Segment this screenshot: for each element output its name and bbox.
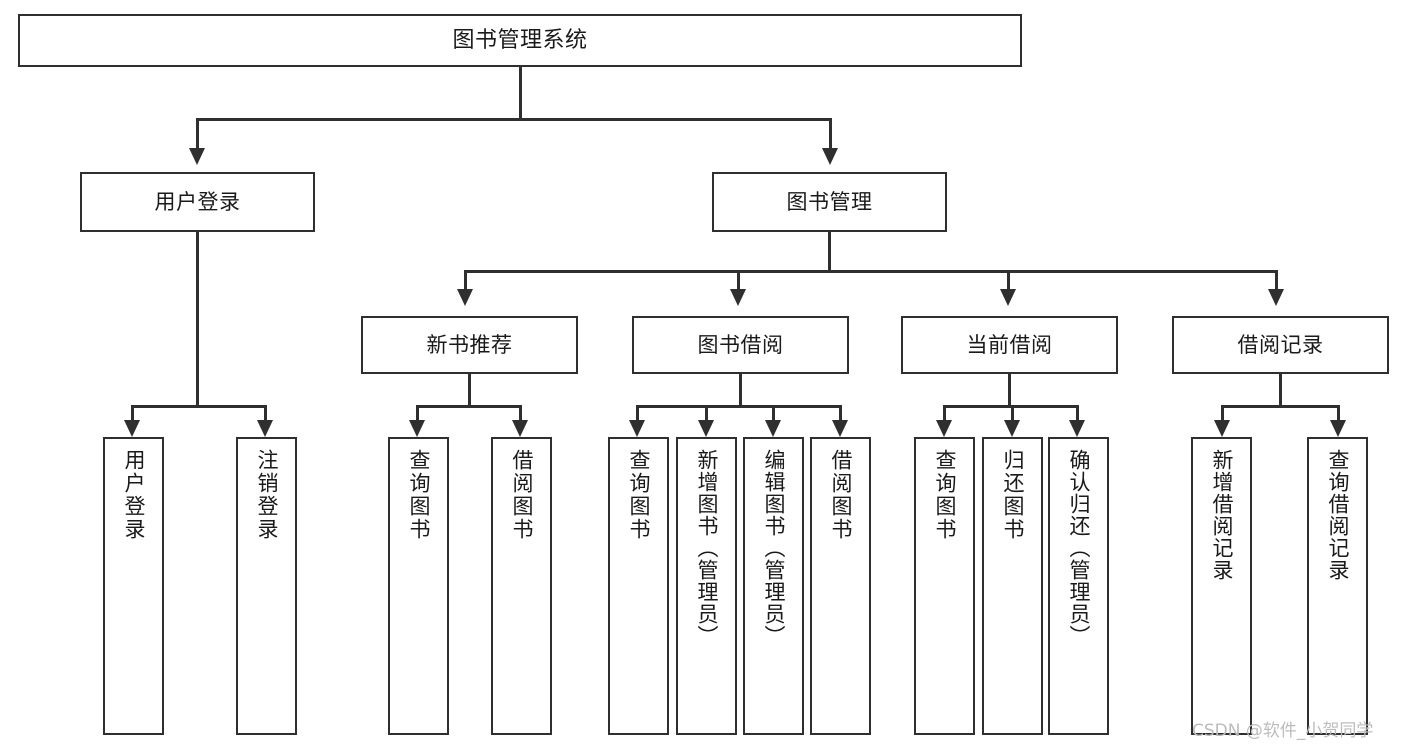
arrow-borrow-record-to-leaf-2	[1330, 420, 1346, 437]
node-label: 借阅图书	[510, 449, 534, 541]
leaf-query-borrow-record[interactable]: 查询借阅记录	[1307, 437, 1368, 735]
connector-user-login-to-leaf-2	[264, 405, 267, 421]
node-book-management[interactable]: 图书管理	[712, 172, 947, 232]
arrow-new-book-to-leaf-1	[409, 420, 425, 437]
connector-new-book-to-leaf-1	[416, 405, 419, 421]
node-user-login[interactable]: 用户登录	[80, 172, 315, 232]
node-new-book-recommend[interactable]: 新书推荐	[361, 316, 578, 374]
leaf-edit-book-admin[interactable]: 编辑图书（管理员）	[743, 437, 804, 735]
arrow-user-login-to-leaf-2	[257, 420, 273, 437]
connector-book-borrow-bus	[636, 405, 842, 408]
leaf-logout[interactable]: 注销登录	[236, 437, 297, 735]
node-label: 图书借阅	[697, 332, 784, 357]
leaf-add-borrow-record[interactable]: 新增借阅记录	[1191, 437, 1252, 735]
connector-root-to-user-login	[196, 118, 199, 148]
connector-user-login-to-leaf-1	[131, 405, 134, 421]
arrow-current-borrow-to-leaf-1	[936, 420, 952, 437]
connector-root-to-book-mgmt	[829, 118, 832, 148]
node-label: 新增借阅记录	[1210, 449, 1234, 581]
connector-root-stem	[519, 67, 522, 118]
connector-user-login-bus	[131, 405, 267, 408]
connector-borrow-record-bus	[1221, 405, 1340, 408]
arrow-book-borrow-to-leaf-1	[629, 420, 645, 437]
node-label: 注销登录	[255, 449, 279, 541]
connector-book-mgmt-bus	[464, 270, 1278, 273]
arrow-book-mgmt-to-l3-1	[457, 289, 473, 306]
connector-book-borrow-to-leaf-3	[772, 405, 775, 421]
connector-book-mgmt-to-l3-4	[1275, 270, 1278, 290]
connector-book-borrow-stem	[739, 374, 742, 405]
node-root-system[interactable]: 图书管理系统	[18, 14, 1022, 67]
arrow-current-borrow-to-leaf-2	[1004, 420, 1020, 437]
node-current-borrow[interactable]: 当前借阅	[901, 316, 1118, 374]
csdn-watermark: CSDN @软件_小贺同学	[1192, 721, 1374, 741]
connector-book-mgmt-to-l3-1	[464, 270, 467, 290]
node-label: 当前借阅	[966, 332, 1053, 357]
node-label: 图书管理系统	[452, 27, 588, 53]
node-label: 查询图书	[627, 449, 651, 541]
arrow-root-to-book-mgmt	[822, 148, 838, 165]
arrow-borrow-record-to-leaf-1	[1214, 420, 1230, 437]
leaf-query-book-recommend[interactable]: 查询图书	[388, 437, 449, 735]
connector-user-login-stem	[196, 232, 199, 405]
arrow-current-borrow-to-leaf-3	[1069, 420, 1085, 437]
node-label: 借阅记录	[1237, 332, 1324, 357]
arrow-root-to-user-login	[189, 148, 205, 165]
connector-book-mgmt-to-l3-3	[1007, 270, 1010, 290]
node-label: 查询图书	[933, 449, 957, 541]
connector-current-borrow-to-leaf-3	[1076, 405, 1079, 421]
leaf-confirm-return-admin[interactable]: 确认归还（管理员）	[1048, 437, 1109, 735]
connector-borrow-record-to-leaf-2	[1337, 405, 1340, 421]
connector-borrow-record-to-leaf-1	[1221, 405, 1224, 421]
connector-current-borrow-to-leaf-2	[1011, 405, 1014, 421]
node-label: 借阅图书	[829, 449, 853, 541]
leaf-add-book-admin[interactable]: 新增图书（管理员）	[676, 437, 737, 735]
node-label: 确认归还（管理员）	[1067, 449, 1091, 647]
arrow-book-borrow-to-leaf-2	[698, 420, 714, 437]
node-label: 查询借阅记录	[1326, 449, 1350, 581]
leaf-query-book-current[interactable]: 查询图书	[914, 437, 975, 735]
node-label: 归还图书	[1001, 449, 1025, 541]
leaf-borrow-book[interactable]: 借阅图书	[810, 437, 871, 735]
leaf-user-login[interactable]: 用户登录	[103, 437, 164, 735]
connector-book-borrow-to-leaf-4	[839, 405, 842, 421]
connector-borrow-record-stem	[1279, 374, 1282, 405]
arrow-book-borrow-to-leaf-4	[832, 420, 848, 437]
connector-book-borrow-to-leaf-2	[705, 405, 708, 421]
leaf-return-book[interactable]: 归还图书	[982, 437, 1043, 735]
arrow-book-mgmt-to-l3-3	[1000, 289, 1016, 306]
connector-root-bus	[196, 118, 832, 121]
node-book-borrow[interactable]: 图书借阅	[632, 316, 849, 374]
connector-current-borrow-stem	[1008, 374, 1011, 405]
arrow-new-book-to-leaf-2	[512, 420, 528, 437]
node-label: 用户登录	[154, 189, 241, 214]
connector-new-book-to-leaf-2	[519, 405, 522, 421]
arrow-book-mgmt-to-l3-2	[730, 289, 746, 306]
node-label: 编辑图书（管理员）	[762, 449, 786, 647]
node-label: 新书推荐	[426, 332, 513, 357]
node-label: 新增图书（管理员）	[695, 449, 719, 647]
leaf-query-book-borrow[interactable]: 查询图书	[608, 437, 669, 735]
connector-book-borrow-to-leaf-1	[636, 405, 639, 421]
connector-new-book-stem	[468, 374, 471, 405]
arrow-book-borrow-to-leaf-3	[765, 420, 781, 437]
node-label: 图书管理	[786, 189, 873, 214]
node-label: 查询图书	[407, 449, 431, 541]
arrow-book-mgmt-to-l3-4	[1268, 289, 1284, 306]
connector-new-book-bus	[416, 405, 522, 408]
connector-book-mgmt-stem	[828, 232, 831, 270]
connector-current-borrow-to-leaf-1	[943, 405, 946, 421]
connector-book-mgmt-to-l3-2	[737, 270, 740, 290]
arrow-user-login-to-leaf-1	[124, 420, 140, 437]
node-label: 用户登录	[122, 449, 146, 541]
node-borrow-record[interactable]: 借阅记录	[1172, 316, 1389, 374]
leaf-borrow-book-recommend[interactable]: 借阅图书	[491, 437, 552, 735]
